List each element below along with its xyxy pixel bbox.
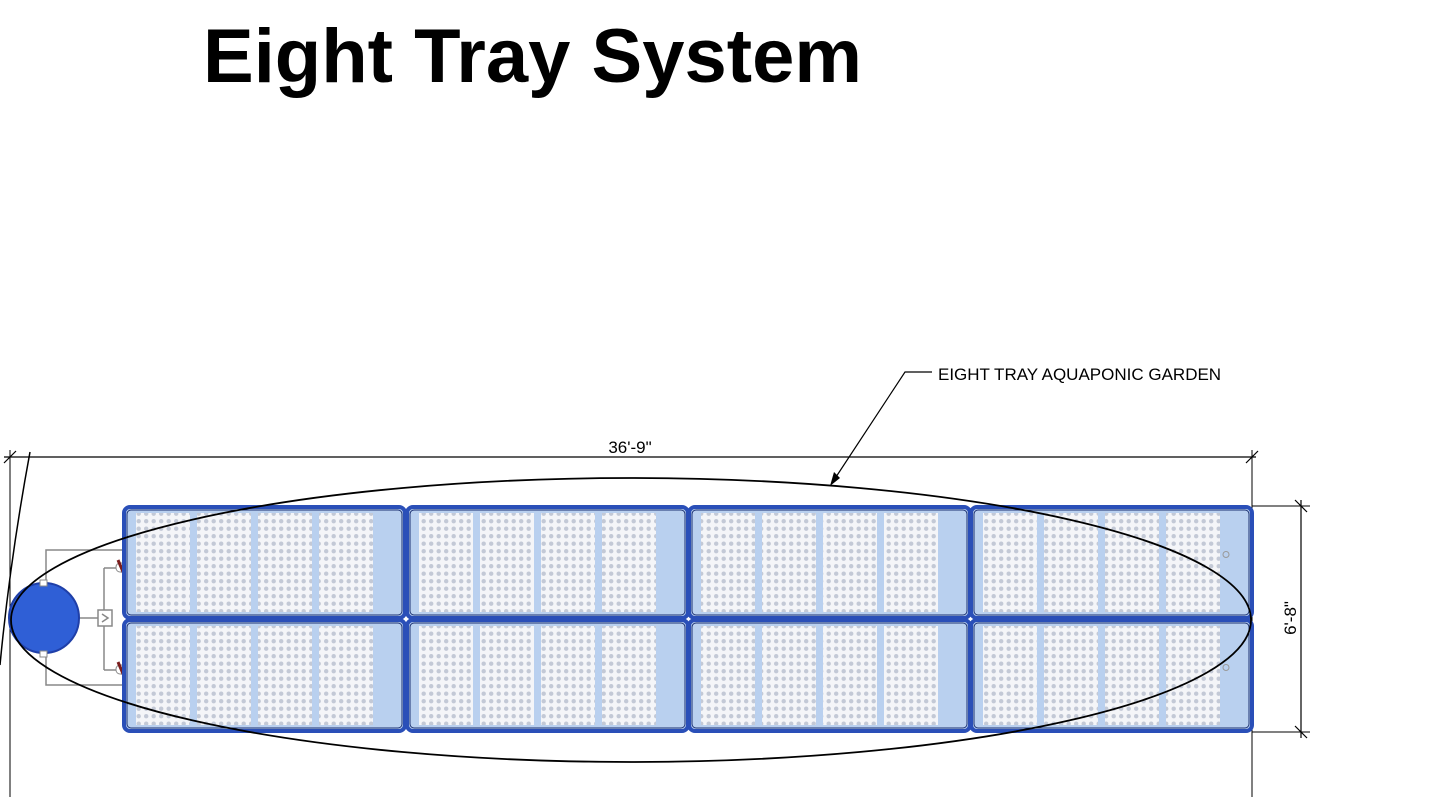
grow-panel-dots (480, 513, 534, 612)
tray-inner-rim (973, 509, 1250, 616)
grow-panel-dots (823, 626, 877, 725)
grow-panel-dots (136, 513, 190, 612)
left-boundary-arc (0, 451, 31, 666)
grow-panel-dots (1044, 626, 1098, 725)
grow-panel-dots (1166, 626, 1220, 725)
grow-panel-dots (1105, 513, 1159, 612)
grow-panel-dots (258, 626, 312, 725)
drain-icon (1222, 664, 1230, 671)
width-dimension-label: 6'-8" (1281, 601, 1300, 635)
grow-panel-dots (136, 626, 190, 725)
grow-panel-dots (1166, 513, 1220, 612)
grow-panel-dots (602, 513, 656, 612)
tray-inner-rim (409, 622, 686, 729)
grow-panel-dots (419, 626, 473, 725)
grow-panel-dots (983, 626, 1037, 725)
tray-inner-rim (126, 509, 403, 616)
grow-panel-dots (762, 513, 816, 612)
tray-inner-rim (126, 622, 403, 729)
plumbing (45, 549, 124, 686)
grow-panel-dots (602, 626, 656, 725)
tray-inner-rim (973, 622, 1250, 729)
drain-icon (1222, 551, 1230, 558)
grow-panel-dots (197, 626, 251, 725)
grow-panel-dots (983, 513, 1037, 612)
grow-panel-dots (701, 626, 755, 725)
grow-panel-dots (480, 626, 534, 725)
tray-inner-rim (691, 509, 968, 616)
tray-inner-rim (691, 622, 968, 729)
grow-panel-dots (541, 626, 595, 725)
garden-boundary-ellipse (10, 477, 1252, 763)
grow-panel-dots (197, 513, 251, 612)
grow-panel-dots (884, 626, 938, 725)
grow-panel-dots (1044, 513, 1098, 612)
garden-callout-label: EIGHT TRAY AQUAPONIC GARDEN (938, 365, 1221, 384)
tray-grid (122, 505, 1254, 733)
grow-panel-dots (319, 513, 373, 612)
grow-panel-dots (823, 513, 877, 612)
length-dimension-label: 36'-9" (608, 438, 651, 457)
grow-panel-dots (419, 513, 473, 612)
width-dimension: 6'-8" (1252, 499, 1310, 739)
callout-leader (830, 371, 932, 486)
tray-inner-rim (409, 509, 686, 616)
page-title: Eight Tray System (203, 14, 862, 99)
grow-panel-dots (884, 513, 938, 612)
grow-panel-dots (258, 513, 312, 612)
grow-panel-dots (701, 513, 755, 612)
grow-panel-dots (762, 626, 816, 725)
grow-panel-dots (541, 513, 595, 612)
length-dimension: 36'-9" (3, 438, 1259, 464)
grow-panel-dots (319, 626, 373, 725)
